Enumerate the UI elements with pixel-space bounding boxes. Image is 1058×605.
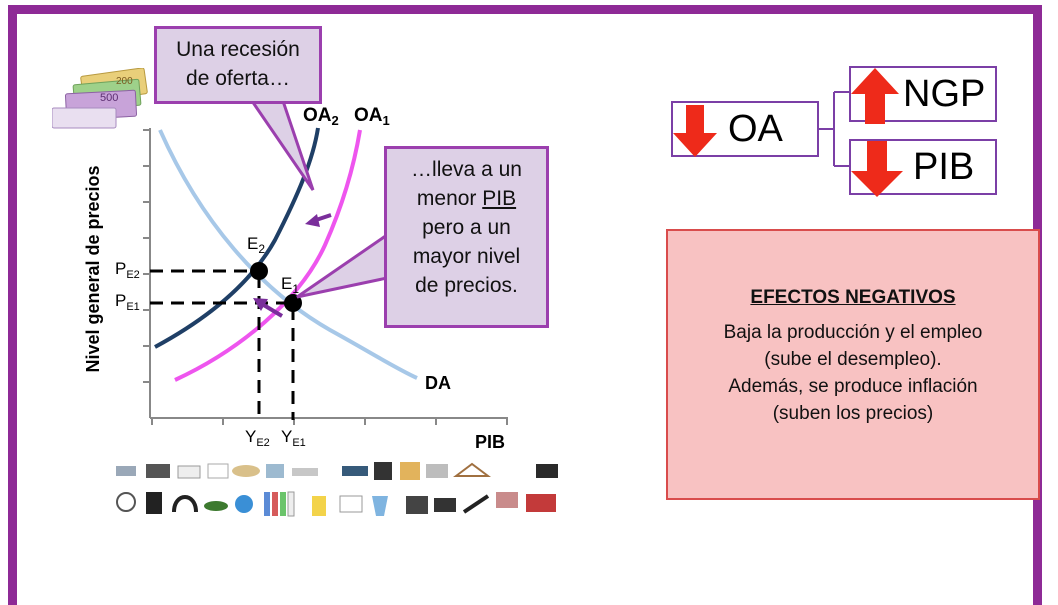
summary-label-pib: PIB: [913, 146, 975, 188]
equilibrium-guides: [150, 269, 295, 420]
underlined-pib: PIB: [482, 187, 517, 210]
y-axis-ticks: [143, 129, 150, 383]
equilibrium-point-e2: [250, 262, 268, 280]
consumer-goods-collage: [116, 462, 558, 517]
effects-body: Baja la producción y el empleo (sube el …: [668, 319, 1038, 427]
callout-lower-gdp: …lleva a un menor PIB pero a un mayor ni…: [384, 146, 549, 328]
svg-text:200: 200: [116, 76, 133, 87]
summary-label-ngp: NGP: [903, 73, 986, 115]
equilibrium-point-e1: [284, 294, 302, 312]
arrow-down-icon: [851, 141, 903, 197]
e1-label: E1: [281, 274, 299, 296]
e2-label: E2: [247, 234, 265, 256]
callout-1-line-2: de oferta…: [186, 67, 290, 90]
summary-box-ngp: NGP: [849, 66, 997, 124]
shift-arrows: [253, 213, 332, 318]
summary-connector: [819, 91, 849, 167]
pe2-label: PE2: [115, 259, 140, 281]
ye2-label: YE2: [245, 427, 270, 449]
callout-1-line-1: Una recesión: [176, 38, 300, 61]
x-axis-ticks: [151, 418, 508, 425]
callout-supply-recession: Una recesión de oferta…: [154, 26, 322, 104]
euro-banknotes-image: 500 200: [52, 68, 148, 129]
summary-label-oa: OA: [728, 108, 783, 150]
da-curve: [158, 129, 418, 380]
summary-box-oa: OA: [671, 101, 819, 157]
callout-2-line-4: mayor nivel: [412, 245, 521, 268]
effects-line-1: Baja la producción y el empleo: [723, 322, 983, 343]
effects-line-2: (sube el desempleo).: [764, 349, 942, 370]
aggregate-supply-demand-diagram: Nivel general de precios PIB OA2 OA1 DA …: [83, 91, 849, 452]
pe1-label: PE1: [115, 291, 140, 313]
effects-line-4: (suben los precios): [772, 403, 934, 424]
summary-box-pib: PIB: [849, 139, 997, 197]
svg-text:500: 500: [100, 92, 118, 104]
callout-2-line-5: de precios.: [415, 274, 518, 297]
callout-2-line-2: menor PIB: [416, 187, 517, 210]
da-label: DA: [425, 373, 451, 393]
callout-2-line-1: …lleva a un: [411, 158, 522, 181]
oa1-curve: [174, 129, 362, 382]
arrow-up-icon: [851, 68, 899, 124]
y-axis-label: Nivel general de precios: [83, 165, 103, 372]
negative-effects-box: EFECTOS NEGATIVOS Baja la producción y e…: [666, 229, 1040, 500]
arrow-down-icon: [673, 105, 717, 157]
effects-title: EFECTOS NEGATIVOS: [750, 287, 956, 308]
x-axis-label: PIB: [475, 432, 505, 452]
callout-2-line-3: pero a un: [422, 216, 511, 239]
effects-line-3: Además, se produce inflación: [728, 376, 978, 397]
oa2-label: OA2: [303, 105, 339, 128]
oa1-label: OA1: [354, 105, 390, 128]
ye1-label: YE1: [281, 427, 306, 449]
callout-2-pointer: [296, 232, 389, 299]
oa2-curve: [154, 127, 320, 349]
